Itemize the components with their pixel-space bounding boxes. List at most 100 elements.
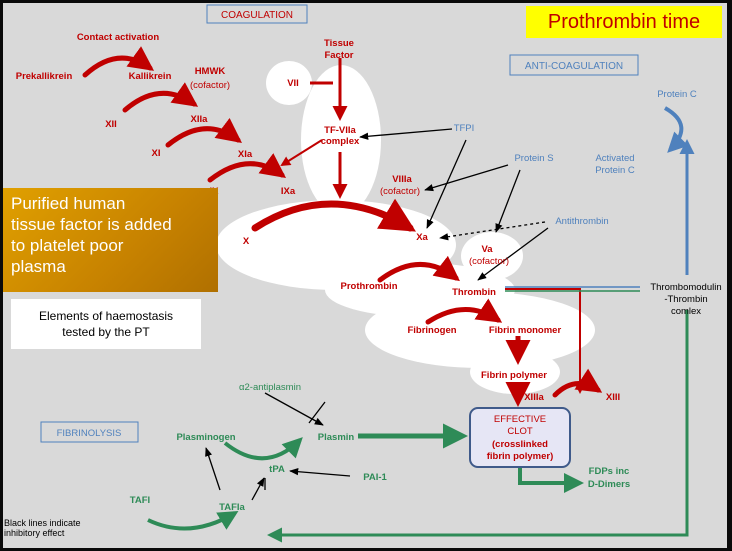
pai1-tpa-line bbox=[289, 468, 351, 477]
a2-plasmin-line bbox=[264, 392, 324, 426]
viiia-label: VIIIa bbox=[392, 174, 412, 185]
elements-tested-box: Elements of haemostasis tested by the PT bbox=[11, 299, 201, 349]
tafia-tpa-line bbox=[251, 477, 265, 501]
thrombomodulin-label-2: -Thrombin bbox=[664, 294, 707, 305]
tafi-label: TAFI bbox=[130, 495, 150, 506]
protein-s-label: Protein S bbox=[514, 153, 553, 164]
plasminogen-label: Plasminogen bbox=[176, 432, 235, 443]
proteins-va-line bbox=[495, 169, 521, 233]
xii-label: XII bbox=[105, 119, 117, 130]
x-label: X bbox=[243, 236, 250, 247]
anticoagulation-label-box bbox=[509, 54, 639, 76]
proteins-viiia-line bbox=[424, 164, 509, 192]
pt-highlight-areas bbox=[216, 61, 595, 394]
tfpi-label: TFPI bbox=[454, 123, 475, 134]
protein-c-label: Protein C bbox=[657, 89, 697, 100]
thrombin-label: Thrombin bbox=[452, 287, 496, 298]
tf-viia-label-2: complex bbox=[321, 136, 360, 147]
xi-arc bbox=[165, 117, 242, 148]
xiii-label: XIII bbox=[606, 392, 620, 403]
fibrin-polymer-label: Fibrin polymer bbox=[481, 370, 547, 381]
tfpi-tfviia-line bbox=[359, 128, 453, 140]
clot-label-4: fibrin polymer) bbox=[487, 451, 554, 462]
clot-label-2: CLOT bbox=[507, 426, 533, 437]
ixa-label: IXa bbox=[281, 186, 296, 197]
tafia-label: TAFIa bbox=[219, 502, 245, 513]
clot-label-1: EFFECTIVE bbox=[494, 414, 546, 425]
inhibitory-note: Black lines indicate inhibitory effect bbox=[4, 518, 114, 538]
thrombomodulin-label-3: comlex bbox=[671, 306, 701, 317]
activated-protein-c-label-1: Activated bbox=[595, 153, 634, 164]
thrombomodulin-label-1: Thrombomodulin bbox=[650, 282, 721, 293]
antithrombin-thrombin-line bbox=[477, 227, 549, 281]
xii-arc bbox=[122, 82, 199, 113]
anticoagulation-label: ANTI-COAGULATION bbox=[525, 61, 623, 72]
plasmin-label: Plasmin bbox=[318, 432, 355, 443]
activated-protein-c-label-2: Protein C bbox=[595, 165, 635, 176]
tafi-arc bbox=[147, 510, 239, 531]
antithrombin-label: Antithrombin bbox=[555, 216, 608, 227]
viiia-cofactor-label: (cofactor) bbox=[380, 186, 420, 197]
prekallikrein-arc bbox=[82, 46, 155, 78]
va-cofactor-label: (cofactor) bbox=[469, 256, 509, 267]
info-line-2: tissue factor is added bbox=[11, 215, 172, 234]
clot-to-fdps-arrow bbox=[518, 465, 584, 493]
xiiia-label: XIIIa bbox=[524, 392, 544, 403]
pai1-label: PAI-1 bbox=[363, 472, 387, 483]
fdps-label-1: FDPs inc bbox=[589, 466, 630, 477]
fibrinogen-arc bbox=[425, 298, 503, 325]
xiia-label: XIIa bbox=[191, 114, 209, 125]
xia-label: XIa bbox=[238, 149, 253, 160]
prothrombin-label: Prothrombin bbox=[341, 281, 398, 292]
elements-line-1: Elements of haemostasis bbox=[38, 309, 174, 323]
va-label: Va bbox=[481, 244, 493, 255]
plasminogen-arc bbox=[223, 437, 303, 461]
xa-label: Xa bbox=[416, 232, 428, 243]
fdps-label-2: D-Dimers bbox=[588, 479, 630, 490]
note-line-1: Black lines indicate bbox=[4, 518, 81, 528]
fibrinogen-highlight bbox=[365, 292, 595, 368]
tissue-factor-label-2: Factor bbox=[324, 50, 353, 61]
tf-viia-highlight bbox=[301, 65, 381, 215]
info-line-4: plasma bbox=[11, 257, 66, 276]
fibrin-polymer-highlight bbox=[470, 350, 560, 394]
tf-viia-label-1: TF-VIIa bbox=[324, 125, 356, 136]
contact-activation-label: Contact activation bbox=[77, 32, 160, 43]
effective-clot-box bbox=[469, 407, 571, 468]
fibrinolysis-label: FIBRINOLYSIS bbox=[57, 428, 122, 439]
note-line-2: inhibitory effect bbox=[4, 528, 65, 538]
fibrinogen-label: Fibrinogen bbox=[407, 325, 456, 336]
info-line-3: to platelet poor bbox=[11, 236, 124, 255]
thrombin-to-xiii-line bbox=[505, 288, 585, 394]
a2-antiplasmin-label: α2-antiplasmin bbox=[239, 382, 301, 393]
xi-label: XI bbox=[152, 148, 161, 159]
prothrombin-arc bbox=[377, 255, 460, 283]
prekallikrein-label: Prekallikrein bbox=[16, 71, 73, 82]
tissue-factor-label-1: Tissue bbox=[324, 38, 354, 49]
prothrombin-time-title: Prothrombin time bbox=[526, 6, 722, 38]
vii-label: VII bbox=[287, 78, 299, 89]
ix-arc bbox=[207, 153, 287, 183]
coagulation-label-box bbox=[206, 4, 308, 24]
coagulation-label: COAGULATION bbox=[221, 10, 293, 21]
tpa-label: tPA bbox=[269, 464, 285, 475]
tfviia-to-ixa-arrow bbox=[280, 139, 323, 167]
tm-to-tafi-line bbox=[267, 310, 689, 543]
clot-label-3: (crosslinked bbox=[492, 439, 548, 450]
fibrinolysis-label-box bbox=[40, 421, 139, 443]
info-line-1: Purified human bbox=[11, 194, 126, 213]
kallikrein-label: Kallikrein bbox=[129, 71, 172, 82]
protein-c-activation-arc bbox=[663, 106, 689, 153]
hmwk-label: HMWK bbox=[195, 66, 226, 77]
va-highlight bbox=[461, 232, 523, 280]
vii-highlight bbox=[266, 61, 312, 105]
fibrin-monomer-label: Fibrin monomer bbox=[489, 325, 562, 336]
xiii-arc bbox=[552, 368, 603, 398]
a2-stub bbox=[308, 401, 326, 424]
hmwk-cofactor-label: (cofactor) bbox=[190, 80, 230, 91]
tafia-plasminogen-line bbox=[205, 447, 221, 491]
tissue-factor-info-box: Purified human tissue factor is added to… bbox=[3, 188, 218, 292]
x-to-xa-arc bbox=[251, 198, 417, 232]
